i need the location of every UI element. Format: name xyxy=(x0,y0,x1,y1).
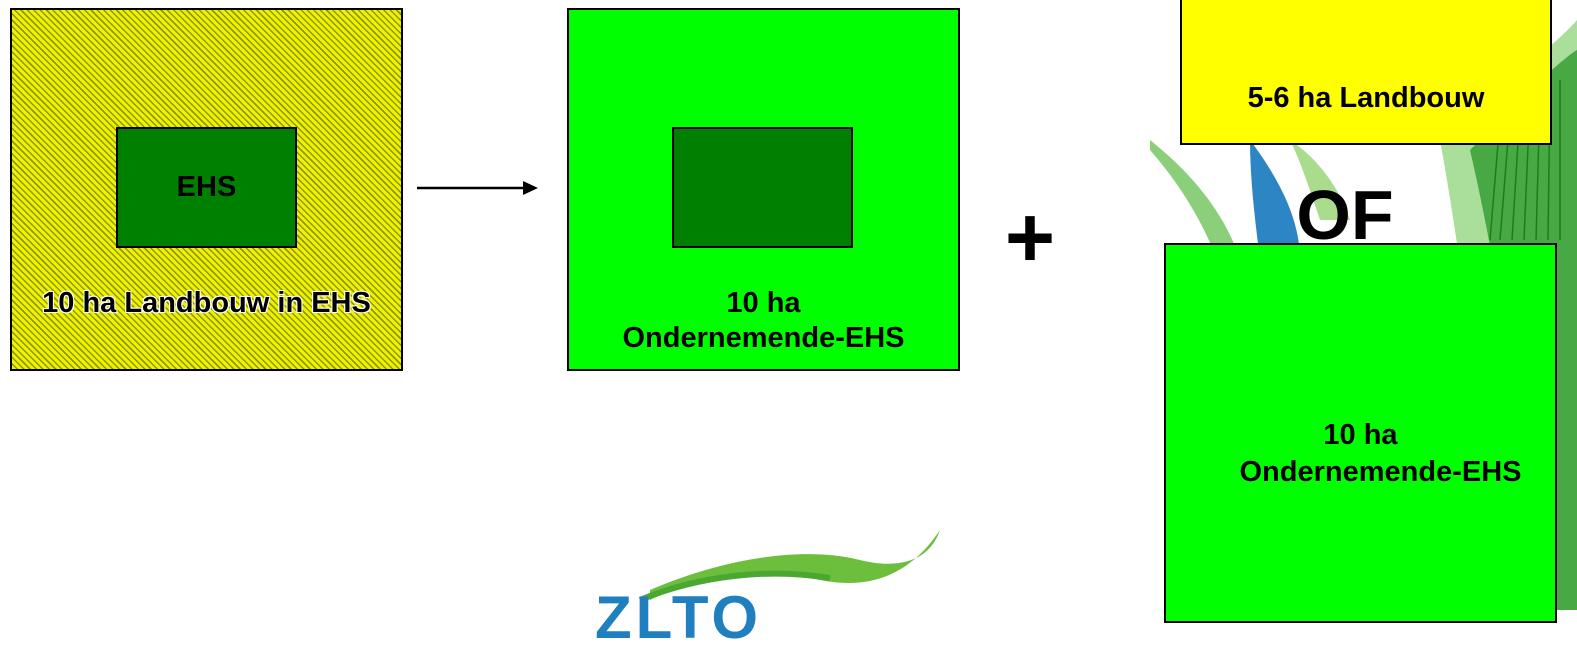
ehs-label: EHS xyxy=(176,171,237,203)
ehs-inner-box: EHS xyxy=(116,127,297,248)
leaf-shape-blue xyxy=(1250,140,1300,260)
right-caption-line1: 10 ha xyxy=(1323,419,1398,451)
landbouw-box: 5-6 ha Landbouw xyxy=(1180,0,1552,145)
logo-swoosh xyxy=(650,530,940,600)
leaf-shape-light2 xyxy=(1290,140,1350,220)
logo-text: ZLTO xyxy=(595,584,763,651)
landbouw-in-ehs-caption: 10 ha Landbouw in EHS xyxy=(42,287,371,319)
middle-inner-box xyxy=(672,127,853,248)
middle-caption-line1: 10 ha xyxy=(726,287,801,319)
or-operator: OF xyxy=(1296,176,1394,254)
landbouw-label: 5-6 ha Landbouw xyxy=(1247,82,1485,114)
plus-operator: + xyxy=(1004,190,1056,286)
logo-swoosh-thin xyxy=(638,570,831,603)
ondernemende-ehs-box-right xyxy=(1164,243,1557,623)
right-caption-line2: Ondernemende-EHS xyxy=(1239,456,1522,488)
arrow-right-icon xyxy=(417,181,538,195)
middle-caption-line2: Ondernemende-EHS xyxy=(622,322,905,354)
